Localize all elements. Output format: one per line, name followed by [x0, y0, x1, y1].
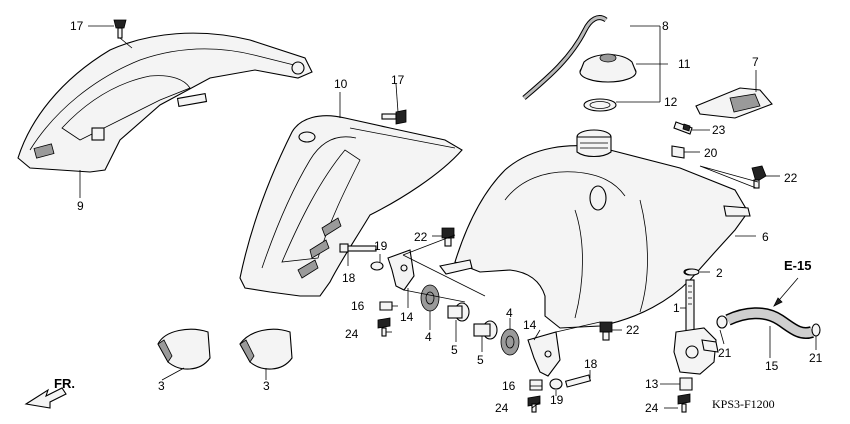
callout-4-left: 4 [425, 330, 432, 344]
callout-8: 8 [662, 19, 669, 33]
center-shroud [239, 115, 463, 297]
callout-6: 6 [762, 230, 769, 244]
callout-1: 1 [673, 301, 680, 315]
callout-22-lower: 22 [626, 323, 640, 337]
callout-5-left: 5 [451, 343, 458, 357]
fuel-valve [673, 268, 719, 413]
callout-7: 7 [752, 55, 759, 69]
callout-4-right: 4 [506, 306, 513, 320]
callout-17-center: 17 [391, 73, 405, 87]
bolt-17-left [113, 19, 133, 49]
callout-13: 13 [645, 377, 659, 391]
callout-20: 20 [704, 146, 718, 160]
callout-5-right: 5 [477, 353, 484, 367]
center-hardware [339, 227, 613, 413]
callout-11: 11 [678, 57, 691, 71]
callout-23: 23 [712, 123, 726, 137]
callout-2: 2 [716, 266, 723, 280]
callout-3-left: 3 [158, 379, 165, 393]
section-reference: E-15 [773, 258, 811, 307]
callout-9: 9 [77, 199, 84, 213]
fuel-hose [716, 307, 821, 339]
callout-3-right: 3 [263, 379, 270, 393]
fuel-tank [439, 129, 751, 329]
bolt-17-center [381, 109, 407, 125]
bracket-7 [695, 87, 773, 119]
small-parts-top-right [671, 121, 767, 189]
callout-24-lower: 24 [495, 401, 509, 415]
callout-10: 10 [334, 77, 348, 91]
callout-24-valve: 24 [645, 401, 659, 415]
callout-19-lower: 19 [550, 393, 564, 407]
callout-21-left: 21 [718, 346, 732, 360]
cushions [157, 328, 293, 370]
callout-17-left: 17 [70, 19, 84, 33]
callout-22-tank: 22 [414, 230, 428, 244]
fuel-cap-assembly [522, 15, 637, 112]
callout-16-left: 16 [351, 299, 365, 313]
callout-18-left: 18 [342, 271, 356, 285]
callout-12: 12 [664, 95, 678, 109]
callout-19-top: 19 [374, 239, 388, 253]
front-direction-arrow: FR. [24, 376, 75, 409]
callout-24-left: 24 [345, 327, 359, 341]
left-shroud [17, 32, 313, 173]
callout-18-lower: 18 [584, 357, 598, 371]
diagram-code: KPS3-F1200 [712, 397, 775, 411]
direction-label: FR. [54, 376, 75, 391]
callout-labels: 17 9 10 17 8 11 12 7 23 20 22 6 22 2 19 … [70, 19, 823, 415]
callout-22-right: 22 [784, 171, 798, 185]
leader-lines [79, 25, 817, 409]
callout-21-right: 21 [809, 351, 823, 365]
callout-14-left: 14 [400, 310, 414, 324]
callout-14-right: 14 [523, 318, 537, 332]
callout-16-lower: 16 [502, 379, 516, 393]
callout-15: 15 [765, 359, 779, 373]
section-reference-label: E-15 [784, 258, 811, 273]
